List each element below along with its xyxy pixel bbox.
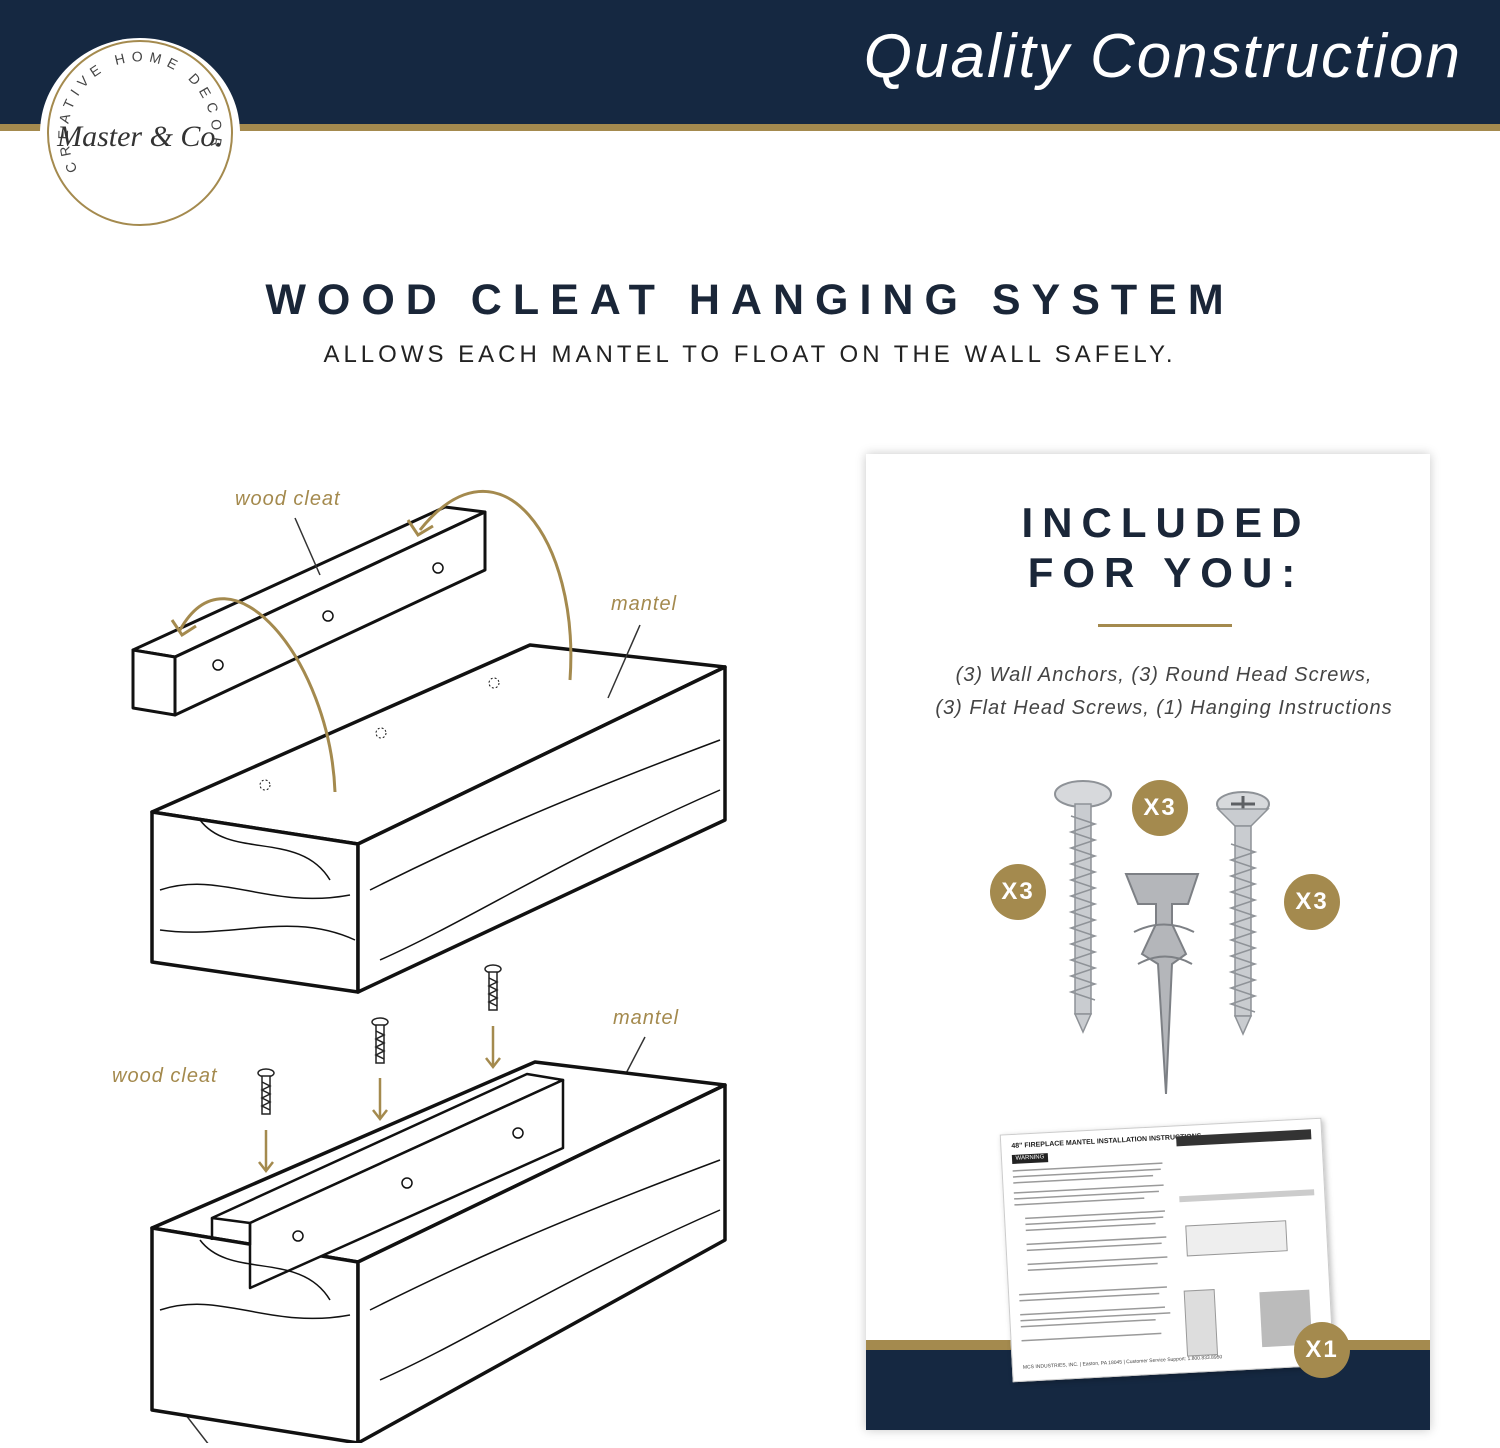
round-head-screw-icon <box>1054 780 1112 1034</box>
instructions-count-badge: X1 <box>1294 1322 1350 1378</box>
top-mantel-label: mantel <box>611 593 678 615</box>
sheet-text-lines <box>1012 1129 1315 1357</box>
screws-and-down-arrows <box>257 964 502 1174</box>
round-screw-count-badge: X3 <box>990 864 1046 920</box>
top-cleat-illustration <box>131 505 487 717</box>
top-mantel-illustration <box>150 643 727 994</box>
included-heading: INCLUDED FOR YOU: <box>866 498 1430 598</box>
screw-2-icon <box>371 1017 389 1064</box>
included-items-line2: (3) Flat Head Screws, (1) Hanging Instru… <box>935 697 1393 719</box>
card-divider <box>1098 624 1232 627</box>
bottom-mantel-illustration <box>150 1060 727 1445</box>
wall-anchor-icon <box>1124 873 1200 1095</box>
header-banner <box>0 0 1500 124</box>
cleat-diagram: wood cleat mantel mantel wood cleat <box>0 440 860 1448</box>
main-heading: WOOD CLEAT HANGING SYSTEM <box>265 276 1235 324</box>
top-wood-cleat-label: wood cleat <box>235 488 341 510</box>
placement-arrows <box>170 490 573 793</box>
screw-1-icon <box>257 1068 275 1115</box>
header-gold-stripe <box>0 124 1500 131</box>
main-subheading: ALLOWS EACH MANTEL TO FLOAT ON THE WALL … <box>323 341 1177 368</box>
included-heading-line1: INCLUDED <box>1021 499 1311 546</box>
bottom-mantel-label: mantel <box>613 1007 680 1029</box>
included-card: INCLUDED FOR YOU: (3) Wall Anchors, (3) … <box>866 454 1430 1430</box>
flat-screw-count-badge: X3 <box>1284 874 1340 930</box>
screw-3-icon <box>484 964 502 1011</box>
anchor-count-badge: X3 <box>1132 780 1188 836</box>
logo-script-text: Master & Co. <box>56 120 223 153</box>
header-title: Quality Construction <box>863 22 1462 91</box>
instruction-sheet-image: 48" FIREPLACE MANTEL INSTALLATION INSTRU… <box>999 1117 1335 1383</box>
bottom-wood-cleat-label: wood cleat <box>112 1065 218 1087</box>
included-heading-line2: FOR YOU: <box>1027 549 1305 596</box>
hardware-illustration <box>1054 780 1270 1095</box>
brand-logo: CREATIVE HOME DECOR Master & Co. <box>40 38 240 228</box>
included-items-line1: (3) Wall Anchors, (3) Round Head Screws, <box>955 664 1373 686</box>
flat-head-screw-icon <box>1216 791 1270 1036</box>
